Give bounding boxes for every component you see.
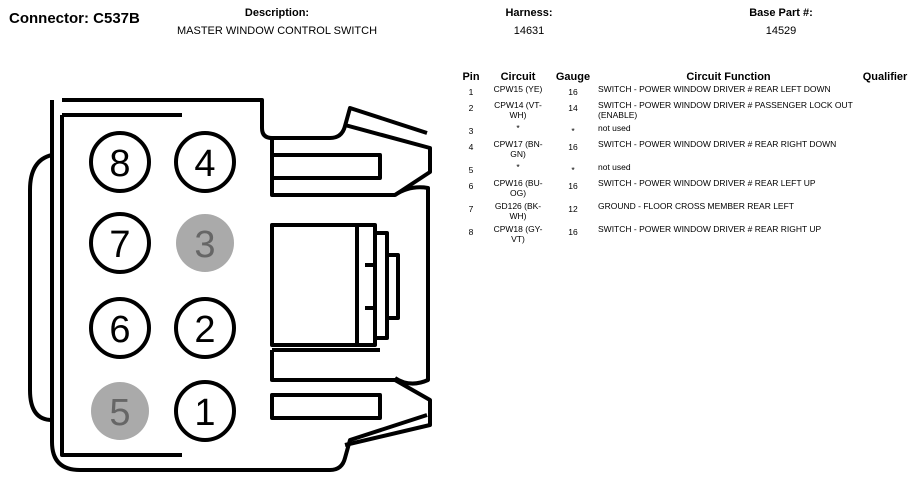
harness-block: Harness: 14631	[488, 7, 570, 37]
circuit-cell: CPW16 (BU-OG)	[493, 178, 543, 198]
pin-5: 5	[91, 382, 149, 440]
description-block: Description: MASTER WINDOW CONTROL SWITC…	[168, 7, 386, 37]
base-part-block: Base Part #: 14529	[728, 7, 834, 37]
header-pin: Pin	[462, 71, 480, 83]
gauge-cell: 16	[568, 142, 578, 152]
qualifier-cell	[860, 177, 910, 200]
table-row: 2 CPW14 (VT-WH) 14 SWITCH - POWER WINDOW…	[455, 99, 910, 122]
function-cell: SWITCH - POWER WINDOW DRIVER # REAR RIGH…	[598, 139, 837, 149]
table-row: 5 * * not used	[455, 161, 910, 177]
function-cell: SWITCH - POWER WINDOW DRIVER # PASSENGER…	[598, 100, 853, 120]
gauge-cell: *	[571, 126, 575, 136]
pin-number: 1	[468, 87, 474, 97]
connector-housing	[28, 98, 432, 472]
function-cell: not used	[598, 162, 631, 172]
pin-label: 6	[109, 309, 130, 351]
pin-label: 1	[194, 392, 215, 434]
header-qualifier: Qualifier	[862, 71, 908, 83]
circuit-cell: CPW15 (YE)	[493, 84, 543, 94]
description-label: Description:	[244, 7, 310, 19]
pin-6: 6	[89, 297, 151, 359]
harness-label: Harness:	[505, 7, 553, 19]
pin-circle	[91, 382, 149, 440]
gauge-cell: 16	[568, 227, 578, 237]
table-row: 1 CPW15 (YE) 16 SWITCH - POWER WINDOW DR…	[455, 83, 910, 99]
pin-table: Pin Circuit Gauge Circuit Function Quali…	[455, 68, 910, 246]
circuit-cell: CPW17 (BN-GN)	[493, 139, 543, 159]
header-gauge: Gauge	[555, 71, 591, 83]
pin-label: 5	[109, 392, 130, 434]
harness-value: 14631	[513, 25, 545, 37]
pin-table-header: Pin Circuit Gauge Circuit Function Quali…	[455, 68, 910, 83]
base-part-label: Base Part #:	[749, 7, 813, 19]
base-part-value: 14529	[765, 25, 797, 37]
pin-circle	[89, 212, 151, 274]
pin-8: 8	[89, 131, 151, 193]
table-row: 6 CPW16 (BU-OG) 16 SWITCH - POWER WINDOW…	[455, 177, 910, 200]
function-cell: SWITCH - POWER WINDOW DRIVER # REAR LEFT…	[598, 178, 816, 188]
circuit-cell: *	[516, 123, 520, 133]
pin-number: 4	[468, 142, 474, 152]
pin-number: 2	[468, 103, 474, 113]
description-value: MASTER WINDOW CONTROL SWITCH	[176, 25, 378, 37]
pin-circle	[174, 380, 236, 442]
circuit-cell: *	[516, 162, 520, 172]
pin-grid: 8 4 7 3 6 2 5 1	[89, 131, 236, 442]
connector-face-diagram: 8 4 7 3 6 2 5 1	[28, 98, 432, 472]
pin-number: 7	[468, 204, 474, 214]
qualifier-cell	[860, 223, 910, 246]
pin-label: 2	[194, 309, 215, 351]
pin-1: 1	[174, 380, 236, 442]
table-row: 4 CPW17 (BN-GN) 16 SWITCH - POWER WINDOW…	[455, 138, 910, 161]
function-cell: SWITCH - POWER WINDOW DRIVER # REAR LEFT…	[598, 84, 831, 94]
pin-number: 6	[468, 181, 474, 191]
pin-circle	[89, 297, 151, 359]
pin-label: 3	[194, 224, 215, 266]
connector-title: Connector: C537B	[9, 10, 140, 27]
qualifier-cell	[860, 161, 910, 177]
header-circuit-function: Circuit Function	[686, 71, 771, 83]
gauge-cell: 16	[568, 87, 578, 97]
qualifier-cell	[860, 200, 910, 223]
function-cell: SWITCH - POWER WINDOW DRIVER # REAR RIGH…	[598, 224, 822, 234]
table-row: 8 CPW18 (GY-VT) 16 SWITCH - POWER WINDOW…	[455, 223, 910, 246]
qualifier-cell	[860, 83, 910, 99]
pin-3: 3	[176, 214, 234, 272]
pin-number: 3	[468, 126, 474, 136]
pin-7: 7	[89, 212, 151, 274]
qualifier-cell	[860, 122, 910, 138]
pin-label: 4	[194, 143, 215, 185]
header-circuit: Circuit	[500, 71, 536, 83]
gauge-cell: *	[571, 165, 575, 175]
table-row: 7 GD126 (BK-WH) 12 GROUND - FLOOR CROSS …	[455, 200, 910, 223]
circuit-cell: CPW18 (GY-VT)	[493, 224, 543, 244]
gauge-cell: 12	[568, 204, 578, 214]
circuit-cell: GD126 (BK-WH)	[494, 201, 542, 221]
table-row: 3 * * not used	[455, 122, 910, 138]
function-cell: not used	[598, 123, 631, 133]
gauge-cell: 16	[568, 181, 578, 191]
pin-number: 8	[468, 227, 474, 237]
qualifier-cell	[860, 138, 910, 161]
pin-circle	[89, 131, 151, 193]
pin-2: 2	[174, 297, 236, 359]
pin-label: 7	[109, 224, 130, 266]
pin-circle	[174, 131, 236, 193]
pin-circle	[176, 214, 234, 272]
gauge-cell: 14	[568, 103, 578, 113]
function-cell: GROUND - FLOOR CROSS MEMBER REAR LEFT	[598, 201, 794, 211]
circuit-cell: CPW14 (VT-WH)	[494, 100, 542, 120]
pin-label: 8	[109, 143, 130, 185]
qualifier-cell	[860, 99, 910, 122]
pin-4: 4	[174, 131, 236, 193]
pin-number: 5	[468, 165, 474, 175]
pin-circle	[174, 297, 236, 359]
